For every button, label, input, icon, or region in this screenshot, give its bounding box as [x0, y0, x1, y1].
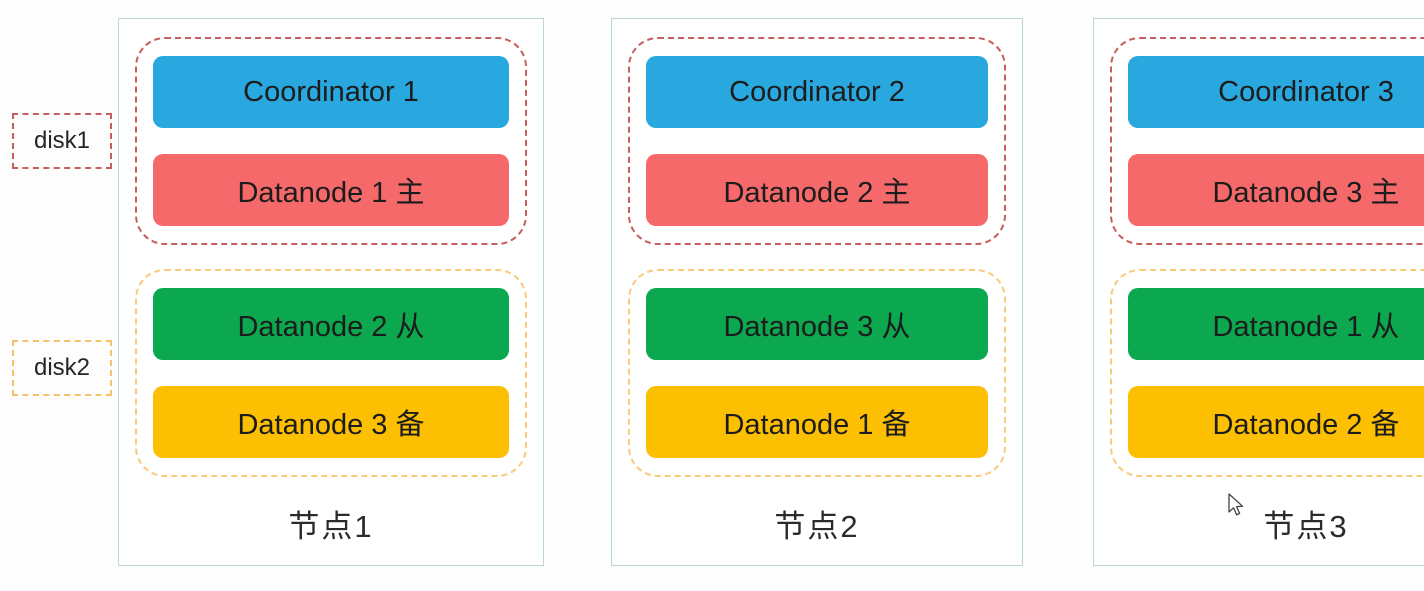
node-1-box: Coordinator 1 Datanode 1 主 Datanode 2 从 … [118, 18, 544, 566]
node-2-datanode-secondary-label: Datanode 3 从 [723, 311, 911, 343]
node-1-disk1-group: Coordinator 1 Datanode 1 主 [135, 37, 527, 245]
node-3-datanode-backup-box: Datanode 2 备 [1128, 386, 1424, 458]
node-3-datanode-primary-label: Datanode 3 主 [1212, 177, 1400, 209]
node-2-datanode-backup-box: Datanode 1 备 [646, 386, 988, 458]
node-1-datanode-primary-box: Datanode 1 主 [153, 154, 509, 226]
disk2-legend-label: disk2 [33, 354, 91, 381]
node-2-datanode-backup-label: Datanode 1 备 [723, 409, 911, 441]
node-1-coordinator-box: Coordinator 1 [153, 56, 509, 128]
node-1-title: 节点1 [288, 509, 374, 544]
node-3-datanode-secondary-box: Datanode 1 从 [1128, 288, 1424, 360]
node-1-datanode-backup-box: Datanode 3 备 [153, 386, 509, 458]
node-2-coordinator-label: Coordinator 2 [729, 75, 905, 108]
node-1-datanode-primary-label: Datanode 1 主 [237, 177, 425, 209]
disk1-legend-label: disk1 [33, 127, 91, 154]
disk1-legend-box: disk1 [12, 113, 112, 169]
node-3-title: 节点3 [1263, 509, 1349, 544]
node-2-disk2-group: Datanode 3 从 Datanode 1 备 [628, 269, 1006, 477]
node-2-title: 节点2 [774, 509, 860, 544]
node-1-datanode-secondary-box: Datanode 2 从 [153, 288, 509, 360]
node-3-coordinator-label: Coordinator 3 [1218, 75, 1394, 108]
node-3-disk1-group: Coordinator 3 Datanode 3 主 [1110, 37, 1424, 245]
node-2-datanode-primary-box: Datanode 2 主 [646, 154, 988, 226]
node-3-disk2-group: Datanode 1 从 Datanode 2 备 [1110, 269, 1424, 477]
node-2-coordinator-box: Coordinator 2 [646, 56, 988, 128]
node-3-datanode-secondary-label: Datanode 1 从 [1212, 311, 1400, 343]
node-2-disk1-group: Coordinator 2 Datanode 2 主 [628, 37, 1006, 245]
node-1-disk2-group: Datanode 2 从 Datanode 3 备 [135, 269, 527, 477]
node-3-box: Coordinator 3 Datanode 3 主 Datanode 1 从 … [1093, 18, 1424, 566]
node-3-datanode-backup-label: Datanode 2 备 [1212, 409, 1400, 441]
node-3-datanode-primary-box: Datanode 3 主 [1128, 154, 1424, 226]
disk2-legend-box: disk2 [12, 340, 112, 396]
node-2-datanode-primary-label: Datanode 2 主 [723, 177, 911, 209]
node-2-datanode-secondary-box: Datanode 3 从 [646, 288, 988, 360]
node-2-box: Coordinator 2 Datanode 2 主 Datanode 3 从 … [611, 18, 1023, 566]
node-3-coordinator-box: Coordinator 3 [1128, 56, 1424, 128]
node-1-datanode-backup-label: Datanode 3 备 [237, 409, 425, 441]
node-1-coordinator-label: Coordinator 1 [243, 75, 419, 108]
node-1-datanode-secondary-label: Datanode 2 从 [237, 311, 425, 343]
